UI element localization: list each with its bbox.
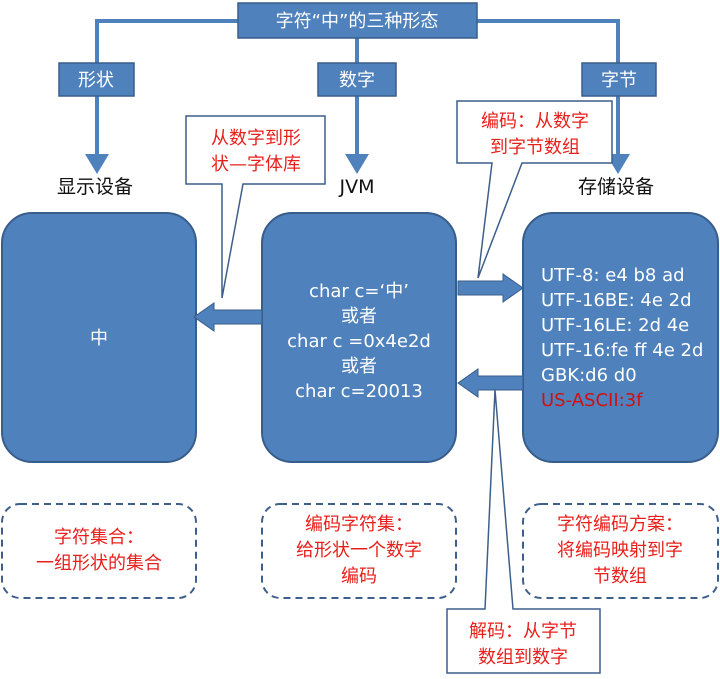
- arrowhead-jvm: [345, 154, 369, 174]
- storage-line-usascii: US-ASCII:3f: [541, 390, 643, 411]
- jvm-line-2: 或者: [341, 306, 377, 327]
- jvm-line-1: char c=‘中’: [309, 281, 409, 302]
- callout-encode: 编码：从数字 到字节数组: [456, 100, 613, 279]
- top-connectors: [95, 19, 620, 158]
- callout-font-library: 从数字到形 状—字体库: [185, 115, 326, 299]
- storage-device-box: UTF-8: e4 b8 ad UTF-16BE: 4e 2d UTF-16LE…: [522, 212, 719, 463]
- branch-label-number: 数字: [317, 62, 397, 97]
- note-coded-charset: 编码字符集： 给形状一个数字 编码: [261, 503, 457, 599]
- note-encoding-scheme-line-3: 节数组: [593, 566, 647, 587]
- storage-line-utf16le: UTF-16LE: 2d 4e: [541, 315, 689, 336]
- note-encoding-scheme-line-1: 字符编码方案：: [557, 514, 683, 535]
- storage-line-utf8: UTF-8: e4 b8 ad: [541, 265, 685, 286]
- display-device-label: 显示设备: [57, 176, 133, 198]
- storage-line-gbk: GBK:d6 d0: [541, 365, 637, 386]
- display-char: 中: [90, 328, 108, 349]
- jvm-label: JVM: [339, 176, 375, 198]
- arrowhead-display: [85, 154, 109, 174]
- jvm-line-5: char c=20013: [295, 381, 423, 402]
- note-encoding-scheme: 字符编码方案： 将编码映射到字 节数组: [522, 503, 719, 599]
- note-charset: 字符集合： 一组形状的集合: [1, 503, 197, 599]
- note-charset-line-2: 一组形状的集合: [36, 553, 162, 574]
- jvm-line-4: 或者: [341, 356, 377, 377]
- note-coded-charset-line-2: 给形状一个数字: [296, 540, 422, 561]
- jvm-line-3: char c =0x4e2d: [287, 331, 431, 352]
- callout-decode: 解码：从字节 数组到数字: [446, 389, 601, 674]
- connector-to-display: [95, 19, 238, 158]
- branch-number-text: 数字: [339, 70, 375, 91]
- callout-encode-line-1: 编码：从数字: [481, 111, 589, 132]
- branch-byte-text: 字节: [601, 70, 637, 91]
- note-charset-line-1: 字符集合：: [54, 527, 144, 548]
- arrow-storage-to-jvm: [457, 368, 524, 398]
- storage-device-label: 存储设备: [578, 176, 654, 198]
- branch-label-byte: 字节: [581, 62, 657, 97]
- storage-line-utf16: UTF-16:fe ff 4e 2d: [541, 340, 703, 361]
- note-coded-charset-line-3: 编码: [341, 566, 377, 587]
- storage-line-utf16be: UTF-16BE: 4e 2d: [541, 290, 692, 311]
- branch-label-shape: 形状: [58, 62, 135, 97]
- jvm-box: char c=‘中’ 或者 char c =0x4e2d 或者 char c=2…: [261, 212, 457, 463]
- display-device-box: 中: [1, 212, 197, 463]
- title-box: 字符“中”的三种形态: [237, 2, 478, 39]
- callout-decode-line-2: 数组到数字: [478, 647, 568, 668]
- connector-to-storage: [477, 19, 620, 158]
- branch-shape-text: 形状: [78, 70, 114, 91]
- callout-font-line-1: 从数字到形: [211, 128, 301, 149]
- arrow-jvm-to-display: [193, 302, 263, 332]
- note-encoding-scheme-line-2: 将编码映射到字: [557, 540, 683, 561]
- callout-encode-line-2: 到字节数组: [490, 137, 580, 158]
- callout-decode-line-1: 解码：从字节: [469, 621, 577, 642]
- title-text: 字符“中”的三种形态: [276, 11, 439, 32]
- arrow-jvm-to-storage: [457, 273, 524, 303]
- callout-font-line-2: 状—字体库: [211, 154, 301, 175]
- note-coded-charset-line-1: 编码字符集：: [305, 514, 413, 535]
